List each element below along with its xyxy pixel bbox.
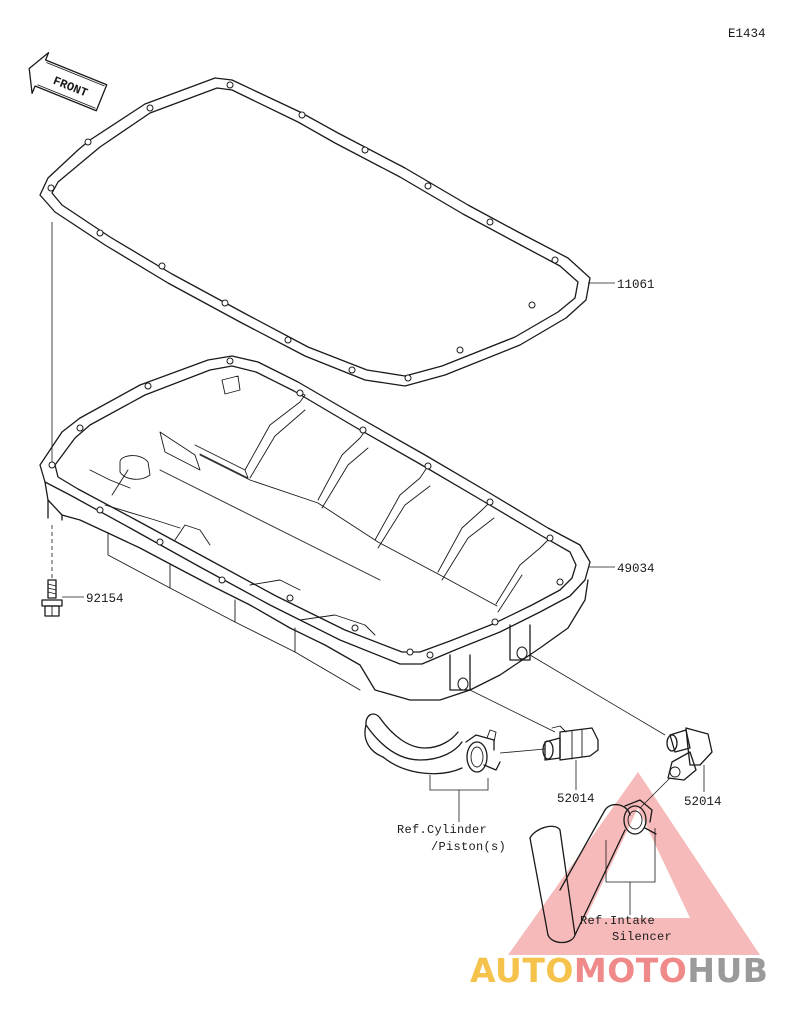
- breather-hose-intake: [529, 799, 657, 944]
- part-label-52014-left: 52014: [557, 792, 595, 806]
- watermark-text: AUTOMOTOHUB: [470, 951, 768, 990]
- watermark-hub: HUB: [687, 951, 768, 990]
- diagram-code: E1434: [728, 27, 766, 41]
- breather-hose-cylinder: [364, 713, 501, 822]
- bolt: [41, 222, 63, 617]
- ref-cylinder-line2: /Piston(s): [431, 840, 506, 854]
- fitting-left: [469, 689, 599, 790]
- part-label-92154: 92154: [86, 592, 124, 606]
- part-label-49034: 49034: [617, 562, 655, 576]
- watermark-moto: MOTO: [574, 951, 687, 990]
- oil-pan: [39, 355, 591, 701]
- ref-intake-line2: Silencer: [612, 930, 672, 944]
- ref-cylinder-line1: Ref.Cylinder: [397, 823, 487, 837]
- watermark-auto: AUTO: [470, 951, 574, 990]
- ref-intake-line1: Ref.Intake: [580, 914, 655, 928]
- oil-pan-gasket: [39, 77, 591, 387]
- front-arrow: FRONT: [28, 51, 108, 112]
- part-label-11061: 11061: [617, 278, 655, 292]
- part-label-52014-right: 52014: [684, 795, 722, 809]
- fitting-right: [529, 654, 713, 809]
